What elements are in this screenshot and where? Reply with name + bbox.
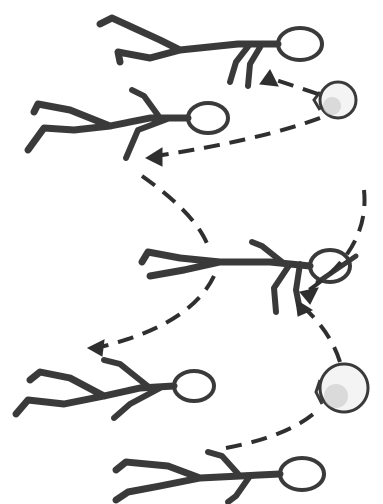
arrowhead-icon <box>300 288 318 304</box>
stick-figure-1-icon <box>100 18 322 86</box>
stick-figure-4-icon <box>16 360 214 418</box>
arrowhead-icon <box>146 148 162 166</box>
path-figure2-to-figure3 <box>142 176 208 246</box>
stick-figure-5-icon <box>116 452 324 502</box>
arrowhead-icon <box>260 70 278 86</box>
arrowheads <box>88 70 318 356</box>
path-figure3-to-figure4 <box>96 276 214 348</box>
path-ball-to-figure1 <box>276 80 318 94</box>
stick-figure-3-icon <box>142 242 356 312</box>
path-curve-to-figure2 <box>156 118 320 156</box>
stick-figure-2-icon <box>28 90 228 158</box>
arrowhead-icon <box>88 340 104 356</box>
ball-bottom-icon <box>316 364 368 412</box>
ball-top-icon <box>314 82 356 118</box>
path-figure5-to-ball <box>226 410 318 448</box>
